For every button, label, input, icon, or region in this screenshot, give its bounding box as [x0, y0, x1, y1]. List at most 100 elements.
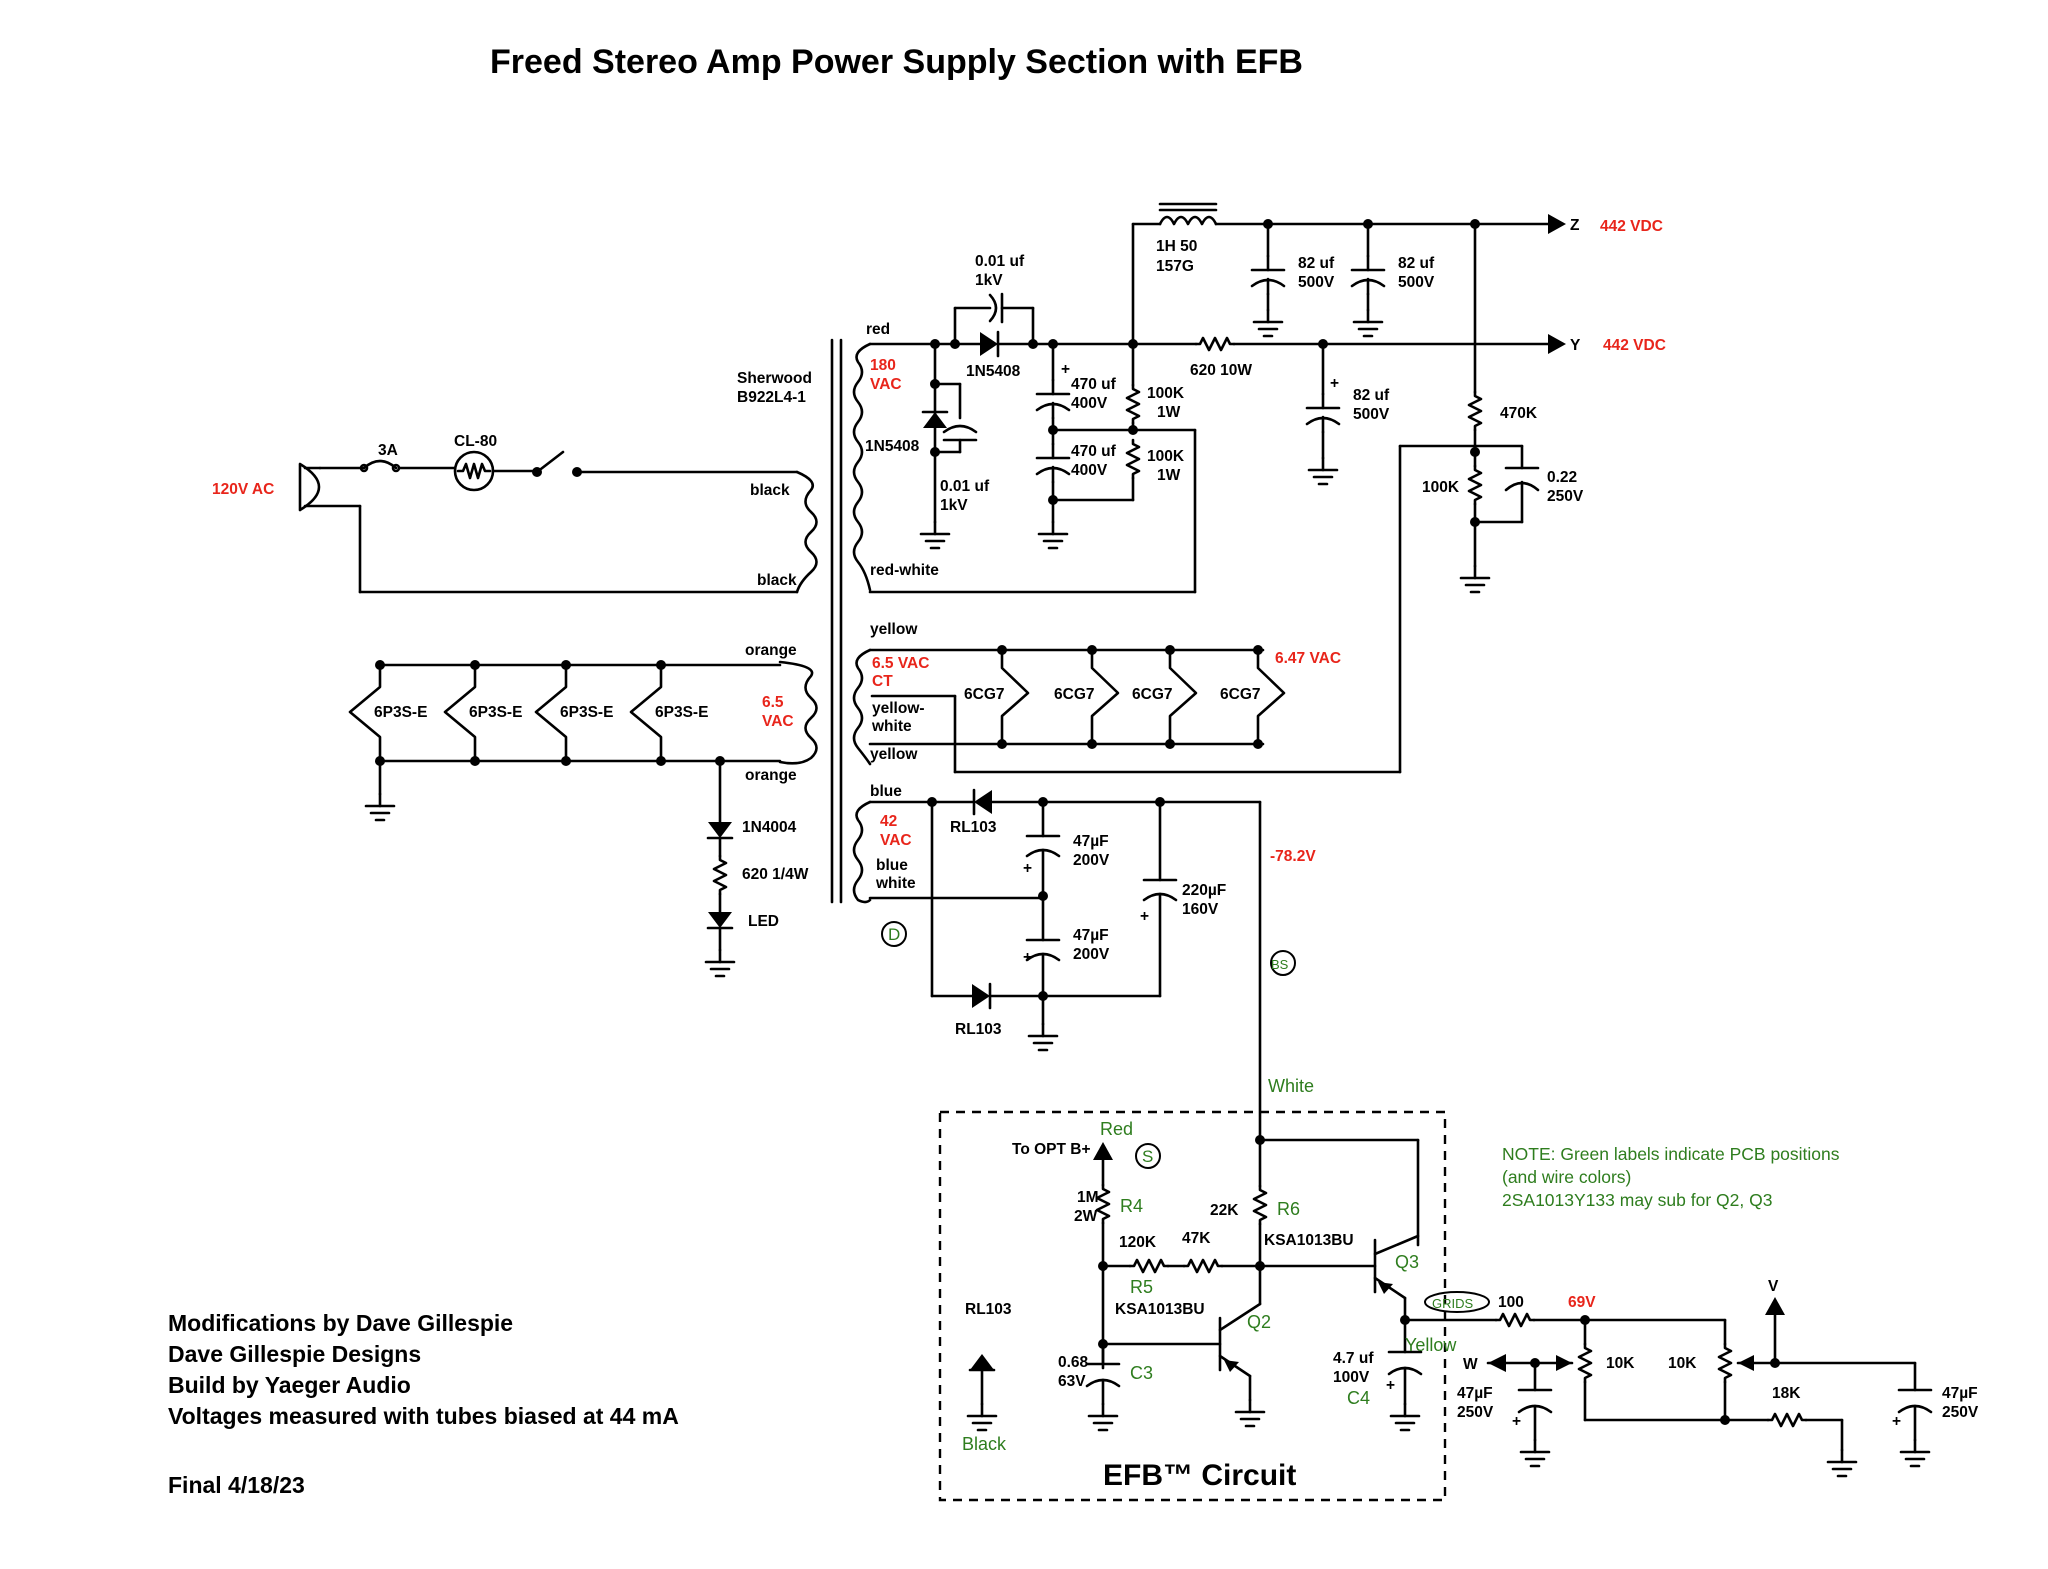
tube-6cg7-label: 6CG7 — [1220, 686, 1261, 703]
filament-left-voltage-1: 6.5 — [762, 694, 784, 711]
hv-rectifier: 1N5408 0.01 uf 1kV 0.01 uf 1kV + — [868, 253, 1197, 594]
res-cap-470b-rating: 400V — [1071, 462, 1108, 479]
tube-6p3s-label: 6P3S-E — [655, 704, 708, 721]
c3-label: C3 — [1130, 1363, 1153, 1383]
snubber-cap-2-rating: 1kV — [940, 497, 968, 514]
ac-input-label: 120V AC — [212, 481, 274, 498]
led-diode-label: 1N4004 — [742, 819, 797, 836]
q2-type: KSA1013BU — [1115, 1301, 1205, 1318]
bias-cap-b-plus: + — [1023, 949, 1032, 966]
cap-82c-plus: + — [1330, 375, 1339, 392]
mains-input: 120V AC 3A CL-80 — [212, 433, 799, 594]
transformer-label-2: B922L4-1 — [737, 389, 806, 406]
bias-blue-label: blue — [870, 783, 902, 800]
cap-022-rating: 250V — [1547, 488, 1584, 505]
output-v-label: V — [1768, 1278, 1779, 1295]
tube-heater-6p3s — [629, 663, 663, 763]
hv-secondary-voltage-1: 180 — [870, 357, 896, 374]
filament-voltage-1: 6.5 VAC — [872, 655, 929, 672]
tube-6p3s-label: 6P3S-E — [374, 704, 427, 721]
grid-cap-d-value: 47µF — [1942, 1385, 1978, 1402]
snubber-cap-2-value: 0.01 uf — [940, 478, 990, 495]
pot-a-label: 10K — [1606, 1355, 1635, 1372]
res-cap-470a-value: 470 uf — [1071, 376, 1117, 393]
cap-82c-value: 82 uf — [1353, 387, 1390, 404]
grid-cap-c-plus: + — [1512, 1413, 1521, 1430]
led-resistor-label: 620 1/4W — [742, 866, 809, 883]
bleeder-a-rating: 1W — [1157, 404, 1181, 421]
res-100-label: 100 — [1498, 1294, 1524, 1311]
rl103-a-label: RL103 — [950, 819, 997, 836]
bias-cap-c-plus: + — [1140, 908, 1149, 925]
tube-heater-6p3s — [348, 663, 382, 763]
hv-diode-label-2: 1N5408 — [966, 363, 1021, 380]
grid-cap-c-rating: 250V — [1457, 1404, 1494, 1421]
bias-cap-b-rating: 200V — [1073, 946, 1110, 963]
bias-cap-c-value: 220µF — [1182, 882, 1226, 899]
bias-blue-white-1: blue — [876, 857, 908, 874]
choke-label-1: 1H 50 — [1156, 238, 1197, 255]
output-z-voltage: 442 VDC — [1600, 218, 1663, 235]
tube-6cg7-label: 6CG7 — [1054, 686, 1095, 703]
hv-plus-1: + — [1061, 361, 1070, 378]
pcb-d-marker: D — [888, 925, 900, 944]
cap-82b-rating: 500V — [1398, 274, 1435, 291]
tube-6p3s-label: 6P3S-E — [469, 704, 522, 721]
hv-diode-label-1: 1N5408 — [865, 438, 920, 455]
bias-cap-a-rating: 200V — [1073, 852, 1110, 869]
q3-label: Q3 — [1395, 1252, 1419, 1272]
grids-marker: GRIDS — [1432, 1296, 1474, 1311]
cap-82a-value: 82 uf — [1298, 255, 1335, 272]
r4-label: R4 — [1120, 1196, 1143, 1216]
grid-cap-d-plus: + — [1892, 1413, 1901, 1430]
snubber-cap-1-rating: 1kV — [975, 272, 1003, 289]
filament-ct-label: CT — [872, 673, 893, 690]
c4-value: 4.7 uf — [1333, 1350, 1374, 1367]
pcb-s-marker: S — [1142, 1147, 1153, 1166]
filament-yellow-white-2: white — [871, 718, 912, 735]
hv-filter-outputs: 1H 50 157G 82 uf 500V 82 uf 500V Z 442 V… — [870, 202, 1666, 774]
final-date: Final 4/18/23 — [168, 1472, 305, 1498]
bias-secondary-voltage-1: 42 — [880, 813, 897, 830]
diagram-title: Freed Stereo Amp Power Supply Section wi… — [490, 43, 1303, 81]
filament-yellow-label-2: yellow — [870, 746, 918, 763]
pcb-note: NOTE: Green labels indicate PCB position… — [1502, 1144, 1840, 1210]
led-label: LED — [748, 913, 779, 930]
r5-value: 120K — [1119, 1234, 1157, 1251]
bias-supply: RL103 + 47µF 200V + 47µF 200V RL103 + 22… — [868, 788, 1316, 1142]
filament-measured-voltage: 6.47 VAC — [1275, 650, 1341, 667]
tube-6cg7-label: 6CG7 — [1132, 686, 1173, 703]
res-620-label: 620 10W — [1190, 362, 1252, 379]
tube-heater-6cg7 — [1090, 648, 1120, 746]
primary-black-2: black — [757, 572, 797, 589]
credits-block: Modifications by Dave Gillespie Dave Gil… — [168, 1310, 679, 1498]
filament-left-voltage-2: VAC — [762, 713, 794, 730]
tube-6p3s-label: 6P3S-E — [560, 704, 613, 721]
credit-line-2: Dave Gillespie Designs — [168, 1341, 421, 1367]
grids-voltage: 69V — [1568, 1294, 1596, 1311]
q3-type: KSA1013BU — [1264, 1232, 1354, 1249]
output-y-voltage: 442 VDC — [1603, 337, 1666, 354]
output-w-label: W — [1463, 1356, 1478, 1373]
pcb-black-label: Black — [962, 1434, 1007, 1454]
bias-secondary-voltage-2: VAC — [880, 832, 912, 849]
filament-yellow-white-1: yellow- — [872, 700, 925, 717]
r5-label: R5 — [1130, 1277, 1153, 1297]
res-18k-label: 18K — [1772, 1385, 1801, 1402]
credit-line-4: Voltages measured with tubes biased at 4… — [168, 1403, 679, 1429]
tube-heater-6cg7 — [1256, 648, 1286, 746]
pcb-bs-marker: BS — [1271, 957, 1289, 972]
r4-value: 1M — [1077, 1189, 1099, 1206]
rl103-c-label: RL103 — [965, 1301, 1012, 1318]
primary-black-1: black — [750, 482, 790, 499]
negative-bias-voltage: -78.2V — [1270, 848, 1316, 865]
filament-left-tubes: 6P3S-E 6P3S-E 6P3S-E 6P3S-E 1N4004 620 1/4W… — [348, 660, 809, 978]
tube-6cg7-label: 6CG7 — [964, 686, 1005, 703]
c4-label: C4 — [1347, 1388, 1370, 1408]
bias-cap-a-value: 47µF — [1073, 833, 1109, 850]
thermistor-label: CL-80 — [454, 433, 497, 450]
r6-value: 22K — [1210, 1202, 1239, 1219]
output-y-label: Y — [1570, 337, 1581, 354]
hv-secondary-voltage-2: VAC — [870, 376, 902, 393]
